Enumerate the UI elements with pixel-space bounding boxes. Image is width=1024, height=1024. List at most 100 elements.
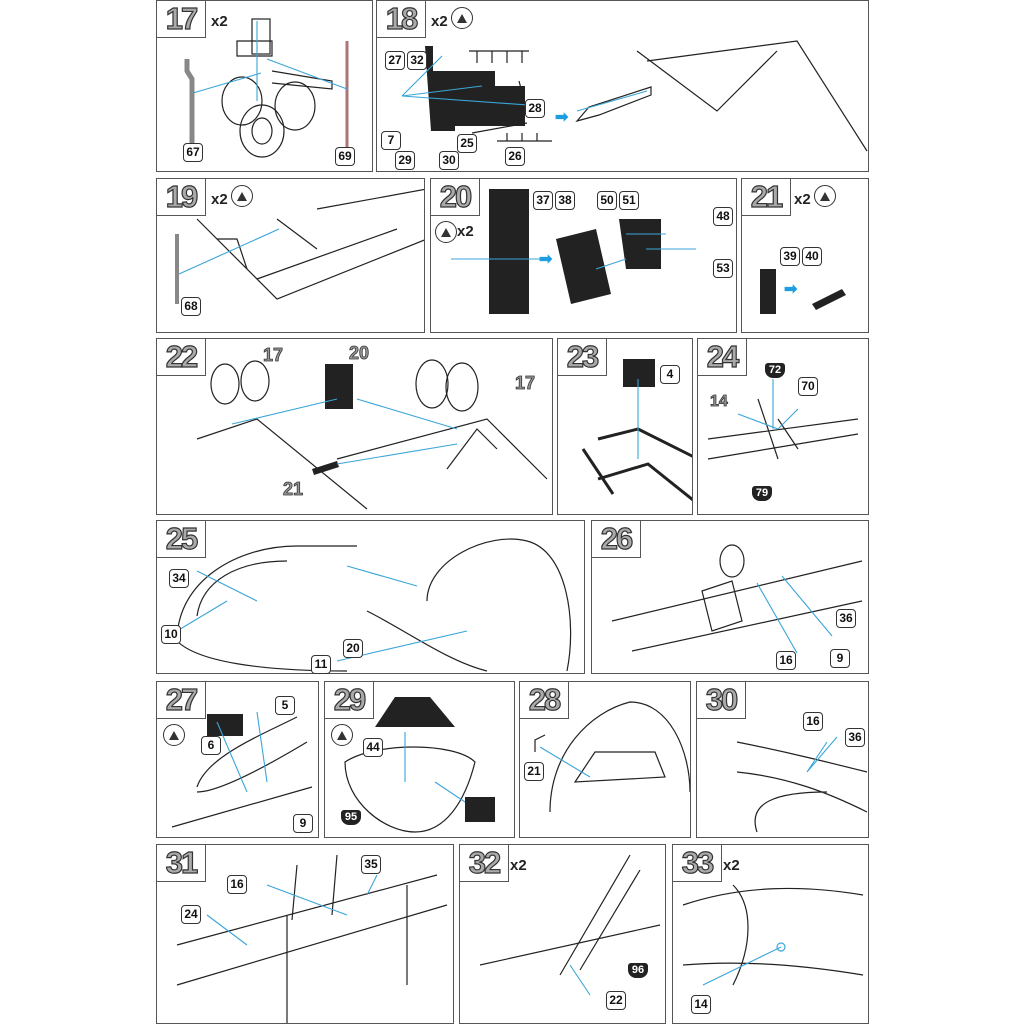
step-number: 30 <box>697 681 746 719</box>
part-label: 10 <box>161 625 181 644</box>
glue-icon <box>163 724 185 746</box>
step-number: 27 <box>157 681 206 719</box>
step-number: 24 <box>698 338 747 376</box>
photoetch-part-label: 72 <box>765 363 785 378</box>
photoetch-part-label: 79 <box>752 486 772 501</box>
part-label: 29 <box>395 151 415 170</box>
part-label: 14 <box>691 995 711 1014</box>
part-label: 50 <box>597 191 617 210</box>
part-label: 39 <box>780 247 800 266</box>
wheel-well-drawing <box>401 40 868 152</box>
part-label: 34 <box>169 569 189 588</box>
multiplier: x2 <box>794 191 811 208</box>
step-number: 22 <box>157 338 206 376</box>
part-label: 67 <box>183 143 203 162</box>
arrow-right-icon: ➡ <box>555 109 569 126</box>
photoetch-part-label: 96 <box>628 963 648 978</box>
arrow-right-icon: ➡ <box>539 251 553 268</box>
part-label: 30 <box>439 151 459 170</box>
glue-icon <box>814 185 836 207</box>
step-number: 33 <box>673 844 722 882</box>
part-label: 21 <box>524 762 544 781</box>
part-label: 22 <box>606 991 626 1010</box>
step-21-panel: 21 x2 39 40 ➡ <box>741 178 869 333</box>
part-label: 16 <box>776 651 796 670</box>
part-label: 32 <box>407 51 427 70</box>
part-label: 5 <box>275 696 295 715</box>
step-number: 29 <box>325 681 374 719</box>
glue-icon <box>231 185 253 207</box>
glue-icon <box>435 221 457 243</box>
part-label: 35 <box>361 855 381 874</box>
part-label: 70 <box>798 377 818 396</box>
part-label: 27 <box>385 51 405 70</box>
step-28-panel: 28 21 <box>519 681 691 838</box>
step-17-panel: 17 x2 67 69 <box>156 0 373 172</box>
step-reference: 20 <box>349 343 370 364</box>
step-33-panel: 33 x2 14 <box>672 844 869 1024</box>
part-label: 40 <box>802 247 822 266</box>
multiplier: x2 <box>211 13 228 30</box>
step-32-panel: 32 x2 96 22 <box>459 844 666 1024</box>
part-label: 48 <box>713 207 733 226</box>
step-number: 26 <box>592 520 641 558</box>
multiplier: x2 <box>457 223 474 240</box>
step-number: 17 <box>157 0 206 38</box>
glue-icon <box>331 724 353 746</box>
part-label: 53 <box>713 259 733 278</box>
step-24-panel: 24 72 70 14 79 <box>697 338 869 515</box>
part-label: 11 <box>311 655 331 674</box>
landing-gear-drawing <box>184 18 349 166</box>
part-label: 4 <box>660 365 680 384</box>
step-reference: 17 <box>515 373 536 394</box>
step-number: 20 <box>431 178 480 216</box>
multiplier: x2 <box>431 13 448 30</box>
step-30-panel: 30 16 36 <box>696 681 869 838</box>
step-number: 19 <box>157 178 206 216</box>
part-label: 16 <box>803 712 823 731</box>
photoetch-part-label: 95 <box>341 810 361 825</box>
part-label: 69 <box>335 147 355 166</box>
step-29-panel: 29 44 95 <box>324 681 515 838</box>
step-23-panel: 23 4 <box>557 338 693 515</box>
part-number: 14 <box>710 393 729 411</box>
step-25-panel: 25 34 10 11 20 <box>156 520 585 674</box>
part-label: 25 <box>457 134 477 153</box>
part-label: 16 <box>227 875 247 894</box>
glue-icon <box>451 7 473 29</box>
multiplier: x2 <box>723 857 740 874</box>
step-number: 32 <box>460 844 509 882</box>
step-reference: 17 <box>263 345 284 366</box>
step-number: 23 <box>558 338 607 376</box>
part-label: 9 <box>293 814 313 833</box>
step-reference: 21 <box>283 479 304 500</box>
arrow-right-icon: ➡ <box>784 281 798 298</box>
step-number: 25 <box>157 520 206 558</box>
multiplier: x2 <box>510 857 527 874</box>
part-label: 9 <box>830 649 850 668</box>
step-number: 21 <box>742 178 791 216</box>
part-label: 7 <box>381 131 401 150</box>
part-label: 37 <box>533 191 553 210</box>
step-number: 31 <box>157 844 206 882</box>
multiplier: x2 <box>211 191 228 208</box>
part-label: 20 <box>343 639 363 658</box>
part-label: 44 <box>363 738 383 757</box>
step-18-panel: 18 x2 27 32 28 7 25 29 30 26 ➡ <box>376 0 869 172</box>
part-label: 36 <box>836 609 856 628</box>
part-label: 6 <box>201 736 221 755</box>
step-number: 18 <box>377 0 426 38</box>
part-label: 51 <box>619 191 639 210</box>
part-label: 36 <box>845 728 865 747</box>
step-22-panel: 22 17 20 17 21 <box>156 338 553 515</box>
part-label: 38 <box>555 191 575 210</box>
part-label: 24 <box>181 905 201 924</box>
step-26-panel: 26 36 16 9 <box>591 520 869 674</box>
step-20-panel: 20 x2 37 38 50 51 48 53 ➡ <box>430 178 737 333</box>
step-number: 28 <box>520 681 569 719</box>
part-label: 68 <box>181 297 201 316</box>
step-31-panel: 31 16 35 24 <box>156 844 454 1024</box>
step-27-panel: 27 5 6 9 <box>156 681 319 838</box>
part-label: 26 <box>505 147 525 166</box>
